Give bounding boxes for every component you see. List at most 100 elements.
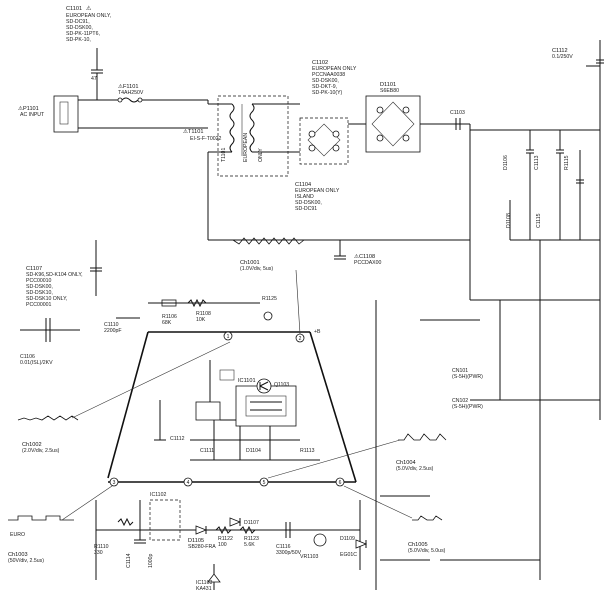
svg-text:SD-DSK00,: SD-DSK00,	[295, 200, 322, 206]
r1110-resistor: R1110 330	[94, 517, 134, 556]
f1101-fuse: ⚠F1101 T4AH250V	[108, 83, 208, 103]
pin-node-5: 5	[259, 477, 269, 487]
svg-text:R1122: R1122	[218, 536, 233, 542]
svg-text:C1103: C1103	[450, 110, 465, 116]
d1109-diode: D1109 EG01C	[340, 536, 368, 558]
svg-text:C1107: C1107	[26, 266, 42, 272]
svg-text:SD-DKT-9,: SD-DKT-9,	[312, 84, 337, 90]
r1123-resistor: R1123 5.6K	[239, 525, 259, 548]
svg-text:C1104: C1104	[295, 182, 311, 188]
svg-text:C1116: C1116	[276, 544, 291, 550]
svg-text:(1.0V/div, 5us): (1.0V/div, 5us)	[240, 266, 273, 272]
waveform-ch1005: Ch1005 (5.0V/div, 5.0us)	[408, 515, 446, 554]
c1103-cap: C1103	[450, 110, 465, 130]
svg-text:EUROPEAN ONLY: EUROPEAN ONLY	[295, 188, 340, 194]
svg-text:Ch1002: Ch1002	[22, 442, 42, 448]
svg-text:EG01C: EG01C	[340, 552, 357, 558]
svg-text:SD-DC91: SD-DC91	[295, 206, 317, 212]
svg-text:Ch1003: Ch1003	[8, 552, 28, 558]
svg-text:C1106: C1106	[20, 354, 35, 360]
svg-text:0.01(ISL)/2KV: 0.01(ISL)/2KV	[20, 360, 53, 366]
svg-text:SB280-FRA: SB280-FRA	[188, 544, 216, 550]
svg-text:(S-5H)(PWR): (S-5H)(PWR)	[452, 374, 483, 380]
probe-line	[267, 439, 401, 479]
pin-node-6: 6	[335, 477, 345, 487]
d1105-diode: D1105 SB280-FRA	[188, 525, 216, 550]
svg-text:T4AH250V: T4AH250V	[118, 90, 144, 96]
svg-text:T1101: T1101	[221, 148, 227, 162]
svg-text:C1110: C1110	[104, 322, 119, 328]
d1101-bridge: D1101 S6EB80	[348, 82, 470, 153]
svg-text:SD-DSK00,: SD-DSK00,	[312, 78, 339, 84]
svg-text:VR1103: VR1103	[300, 554, 318, 560]
svg-text:SD-DSK00,: SD-DSK00,	[26, 284, 53, 290]
svg-text:SD-PK-11PT6,: SD-PK-11PT6,	[66, 31, 100, 37]
svg-text:EI-S-F-T0022: EI-S-F-T0022	[190, 136, 222, 142]
svg-text:C1102: C1102	[312, 60, 328, 66]
svg-text:D1101: D1101	[380, 82, 396, 88]
svg-text:AC INPUT: AC INPUT	[20, 112, 45, 118]
c1101-note: C1101 ⚠ EUROPEAN ONLY, SD-DC91, SD-DSK00…	[66, 5, 111, 43]
svg-text:2: 2	[299, 336, 302, 342]
pin-node-4: 4	[183, 477, 193, 487]
probe-line	[71, 341, 231, 419]
pin-node-1: 1	[223, 331, 233, 341]
svg-text:SD-PK-10,: SD-PK-10,	[66, 37, 91, 43]
svg-text:SD-DSK00,: SD-DSK00,	[66, 25, 93, 31]
c1116-cap: C1116 3300p/50V	[276, 522, 302, 556]
waveform-ch1002: Ch1002 (2.0V/div, 2.5us)	[17, 415, 79, 454]
svg-text:IC1101: IC1101	[238, 378, 256, 384]
svg-text:Ch1004: Ch1004	[396, 460, 416, 466]
t1101-filter: ⚠T1101 EI-S-F-T0022 T1101 EUROPEAN ONLY	[183, 95, 300, 177]
cap-note: C1104 EUROPEAN ONLY ISLAND SD-DSK00, SD-…	[295, 182, 340, 212]
c1108-note: ⚠C1108 PCCDAX00	[334, 240, 382, 266]
svg-text:Ch1001: Ch1001	[240, 260, 260, 266]
svg-text:C1112: C1112	[552, 48, 568, 54]
r1125-resistor: R1125	[148, 296, 277, 321]
svg-text:S6EB80: S6EB80	[380, 88, 399, 94]
svg-text:C1114: C1114	[126, 553, 132, 568]
svg-text:6: 6	[339, 480, 342, 486]
svg-text:2200pF: 2200pF	[104, 328, 122, 334]
probe-line	[343, 485, 413, 519]
svg-text:D1109: D1109	[340, 536, 355, 542]
svg-text:⚠C1108: ⚠C1108	[354, 253, 375, 260]
svg-text:EUROPEAN ONLY: EUROPEAN ONLY	[312, 66, 357, 72]
c1101-cap: 47	[91, 48, 103, 100]
svg-text:R1110: R1110	[94, 544, 109, 550]
svg-text:C1112: C1112	[170, 436, 185, 442]
svg-text:⚠F1101: ⚠F1101	[118, 83, 138, 90]
svg-text:C1113: C1113	[534, 155, 540, 170]
svg-text:D1107: D1107	[244, 520, 259, 526]
svg-text:(2.0V/div, 2.5us): (2.0V/div, 2.5us)	[22, 448, 60, 454]
svg-text:100: 100	[218, 542, 227, 548]
svg-text:PCC00010: PCC00010	[26, 278, 51, 284]
svg-text:10K: 10K	[196, 317, 206, 323]
svg-text:R1108: R1108	[196, 311, 211, 317]
svg-text:1000p: 1000p	[148, 553, 154, 568]
svg-text:PCCNAA0038: PCCNAA0038	[312, 72, 345, 78]
svg-text:KA431: KA431	[196, 586, 212, 592]
svg-text:4: 4	[187, 480, 190, 486]
svg-text:SD-DSK10 ONLY,: SD-DSK10 ONLY,	[26, 296, 67, 302]
svg-text:Q1103: Q1103	[274, 382, 289, 388]
svg-text:R1115: R1115	[564, 155, 570, 170]
pin-node-3: 3	[109, 477, 119, 487]
r1106-resistor: R1106 68K	[161, 299, 177, 326]
svg-text:PCCDAX00: PCCDAX00	[354, 260, 382, 266]
svg-text:(5.0V/div, 2.5us): (5.0V/div, 2.5us)	[396, 466, 434, 472]
svg-text:SD-DC91,: SD-DC91,	[66, 19, 90, 25]
svg-text:C1115: C1115	[536, 213, 542, 228]
svg-text:EUROPEAN ONLY,: EUROPEAN ONLY,	[66, 13, 111, 19]
svg-text:SD-DSK10,: SD-DSK10,	[26, 290, 53, 296]
vr1103: VR1103	[300, 533, 327, 560]
d1107-diode: D1107	[229, 517, 259, 527]
svg-text:(S-5H)(PWR): (S-5H)(PWR)	[452, 404, 483, 410]
svg-text:⚠: ⚠	[86, 5, 92, 12]
svg-text:330: 330	[94, 550, 103, 556]
bridge-left	[299, 117, 349, 165]
svg-text:C1101: C1101	[66, 6, 82, 12]
svg-text:⚠T1101: ⚠T1101	[183, 128, 203, 135]
svg-text:D1106: D1106	[503, 155, 509, 170]
